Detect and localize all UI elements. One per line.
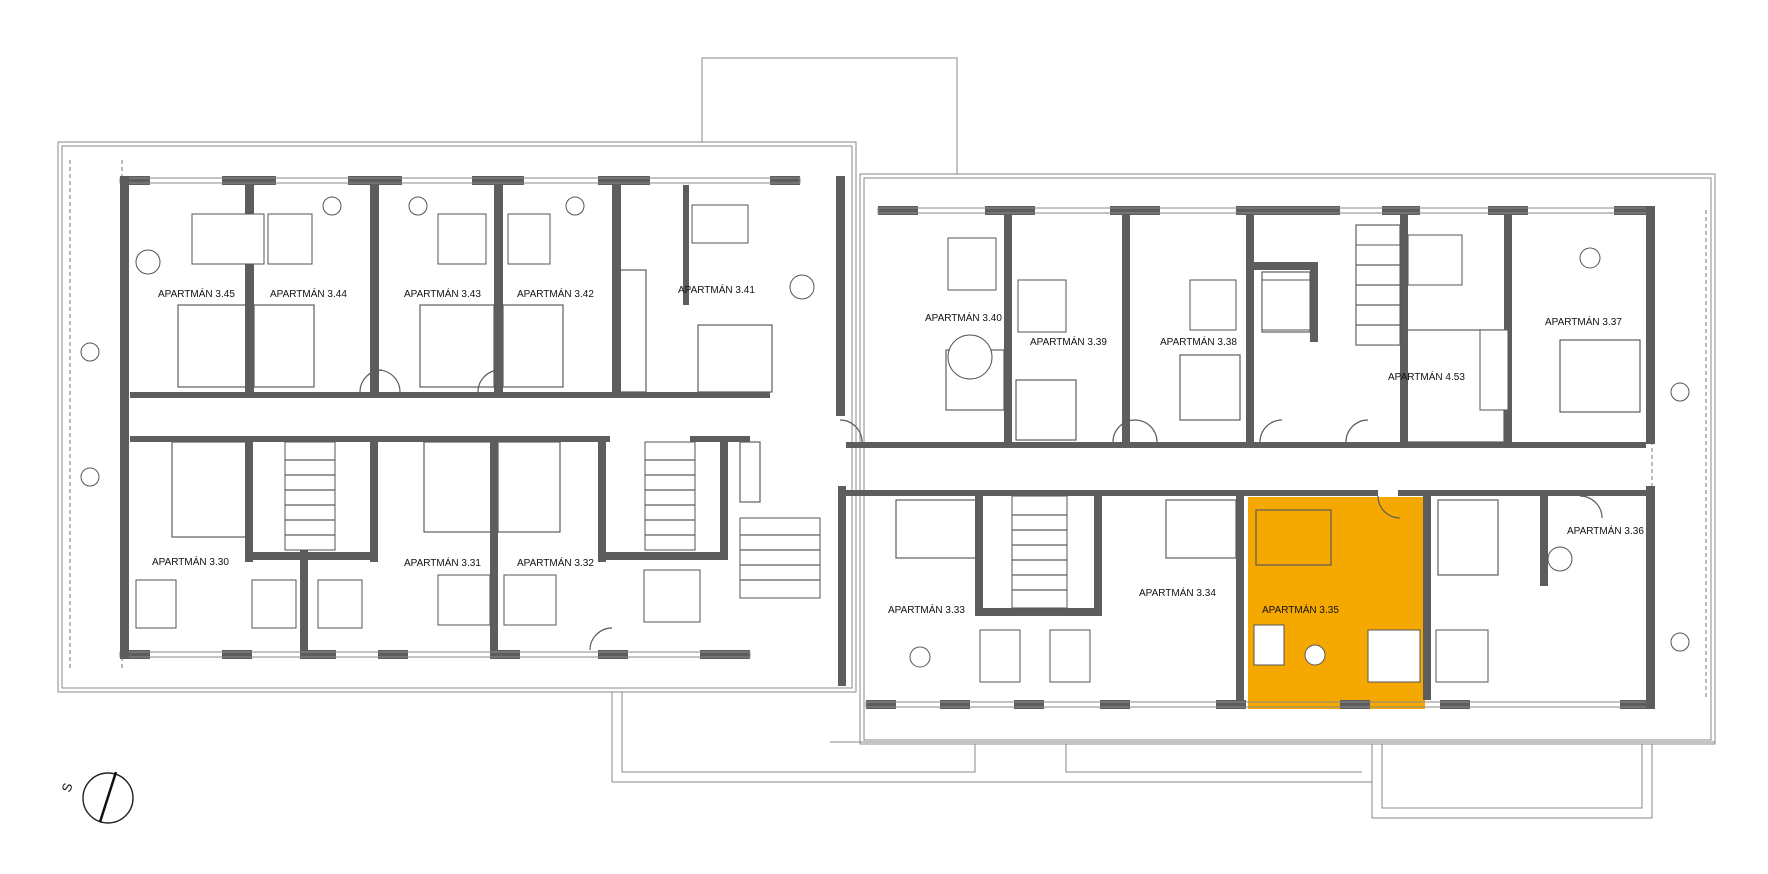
label-apartment-3-33: APARTMÁN 3.33: [888, 603, 965, 616]
label-apartment-3-43: APARTMÁN 3.43: [404, 287, 481, 300]
label-apartment-3-42: APARTMÁN 3.42: [517, 287, 594, 300]
east-wing-walls: [838, 206, 1655, 709]
label-apartment-3-31: APARTMÁN 3.31: [404, 556, 481, 569]
label-apartment-3-34: APARTMÁN 3.34: [1139, 586, 1216, 599]
stairs: [284, 244, 1509, 609]
label-apartment-3-45: APARTMÁN 3.45: [158, 287, 235, 300]
apartment-labels: APARTMÁN 3.45 APARTMÁN 3.44 APARTMÁN 3.4…: [152, 283, 1644, 616]
label-apartment-3-36: APARTMÁN 3.36: [1567, 524, 1644, 537]
doors: [359, 369, 1603, 651]
label-apartment-3-44: APARTMÁN 3.44: [270, 287, 347, 300]
compass-letter: S: [59, 781, 76, 794]
west-wing-walls: [119, 176, 845, 659]
furniture: [80, 196, 1690, 683]
north-arrow-icon: S: [59, 771, 134, 824]
label-apartment-3-32: APARTMÁN 3.32: [517, 556, 594, 569]
label-apartment-3-30: APARTMÁN 3.30: [152, 555, 229, 568]
label-apartment-3-40: APARTMÁN 3.40: [925, 311, 1002, 324]
label-apartment-4-53: APARTMÁN 4.53: [1388, 370, 1465, 383]
label-apartment-3-41: APARTMÁN 3.41: [678, 283, 755, 296]
label-apartment-3-38: APARTMÁN 3.38: [1160, 335, 1237, 348]
label-apartment-3-39: APARTMÁN 3.39: [1030, 335, 1107, 348]
label-apartment-3-35: APARTMÁN 3.35: [1262, 603, 1339, 616]
roof-outlines: [57, 57, 1716, 819]
label-apartment-3-37: APARTMÁN 3.37: [1545, 315, 1622, 328]
